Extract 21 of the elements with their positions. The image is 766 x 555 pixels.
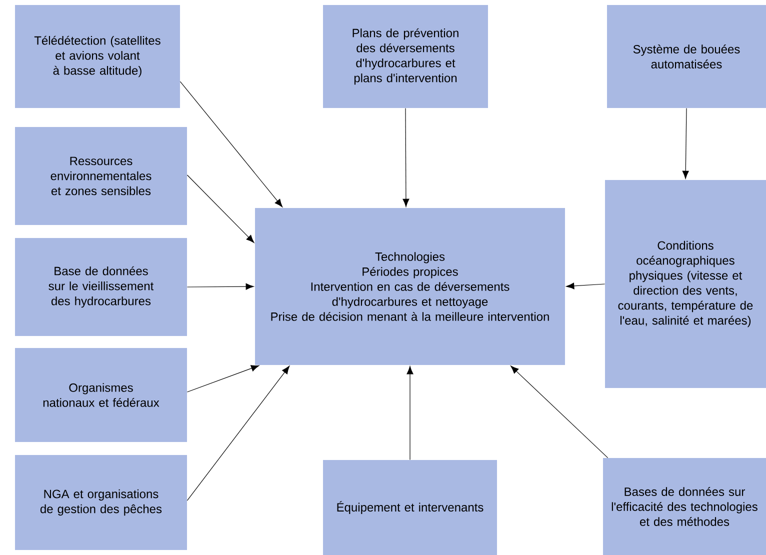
- info-box: Équipement et intervenants: [323, 460, 497, 555]
- arrow: [186, 365, 260, 392]
- info-box: NGA et organisations de gestion des pêches: [15, 455, 187, 550]
- arrow: [186, 366, 290, 501]
- info-box: Organismes nationaux et fédéraux: [15, 348, 187, 442]
- arrow: [566, 282, 606, 290]
- info-box: Plans de prévention des déversements d'hydrocarbures et plans d'intervention: [323, 5, 488, 108]
- arrow: [406, 366, 414, 460]
- arrow: [510, 366, 608, 458]
- arrow: [180, 81, 283, 208]
- arrow: [186, 174, 254, 243]
- arrow: [682, 108, 689, 179]
- info-box: Système de bouées automatisées: [607, 5, 766, 108]
- arrow: [402, 108, 410, 207]
- info-box: Bases de données sur l'efficacité des technologies et des méthodes: [603, 458, 766, 555]
- arrow: [186, 283, 254, 290]
- info-box: Conditions océanographiques physiques (vitesse et direction des vents, courants, température de l'eau, salinité et marées): [605, 180, 766, 388]
- info-box: Technologies Périodes propices Intervention en cas de déversements d'hydrocarbures et nettoyage Prise de décision menant à la meilleure intervention: [255, 208, 565, 365]
- info-box: Ressources environnementales et zones sensibles: [15, 127, 187, 225]
- info-box: Télédétection (satellites et avions volant à basse altitude): [15, 5, 180, 108]
- info-box: Base de données sur le vieillissement des hydrocarbures: [15, 238, 187, 336]
